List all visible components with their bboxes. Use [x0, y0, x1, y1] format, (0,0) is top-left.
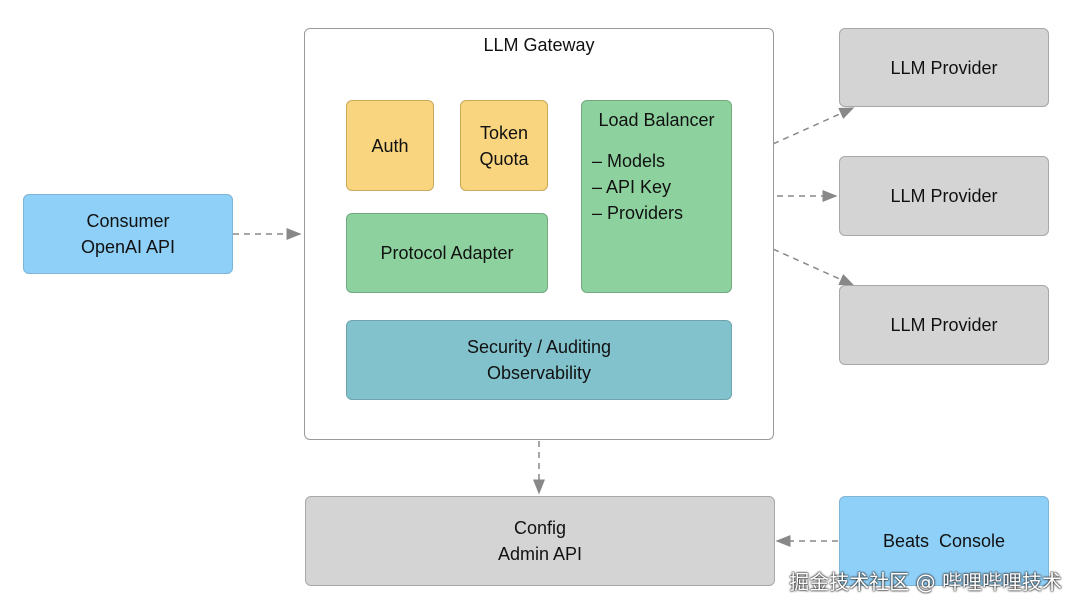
security-line-1: Security / Auditing [466, 337, 612, 357]
auth-box: Auth [346, 100, 434, 191]
llm-provider-box-2: LLM Provider [839, 156, 1049, 236]
consumer-line-1: Consumer [86, 211, 170, 231]
llm-provider-label-1: LLM Provider [890, 57, 998, 78]
lb-item-providers: – Providers [592, 203, 684, 223]
token-quota-line-2: Quota [479, 148, 529, 169]
llm-provider-label-3: LLM Provider [890, 315, 998, 335]
beats-console-label: Beats Console [882, 531, 1006, 551]
beats-console-box: Beats Console [839, 496, 1049, 586]
token-quota-box: Token Quota [460, 100, 548, 191]
token-quota-line-1: Token [479, 122, 529, 143]
protocol-adapter-label: Protocol Adapter [380, 243, 514, 263]
load-balancer-title: Load Balancer [598, 110, 715, 130]
lb-item-models: – Models [592, 151, 666, 171]
watermark-text: 掘金技术社区 @ 哔哩哔哩技术 [789, 570, 1062, 594]
llm-provider-box-1: LLM Provider [839, 28, 1049, 107]
security-box: Security / Auditing Observability [346, 320, 732, 400]
llm-provider-label-2: LLM Provider [890, 186, 998, 206]
consumer-line-2: OpenAI API [80, 237, 176, 257]
consumer-box: Consumer OpenAI API [23, 194, 233, 274]
lb-item-api-key: – API Key [592, 177, 672, 197]
security-line-2: Observability [486, 363, 592, 383]
gateway-title: LLM Gateway [483, 35, 595, 55]
config-line-2: Admin API [497, 544, 583, 564]
load-balancer-box: Load Balancer – Models – API Key – Provi… [581, 100, 732, 293]
auth-label: Auth [371, 135, 409, 156]
protocol-adapter-box: Protocol Adapter [346, 213, 548, 293]
config-line-1: Config [513, 518, 567, 538]
config-admin-box: Config Admin API [305, 496, 775, 586]
llm-provider-box-3: LLM Provider [839, 285, 1049, 365]
